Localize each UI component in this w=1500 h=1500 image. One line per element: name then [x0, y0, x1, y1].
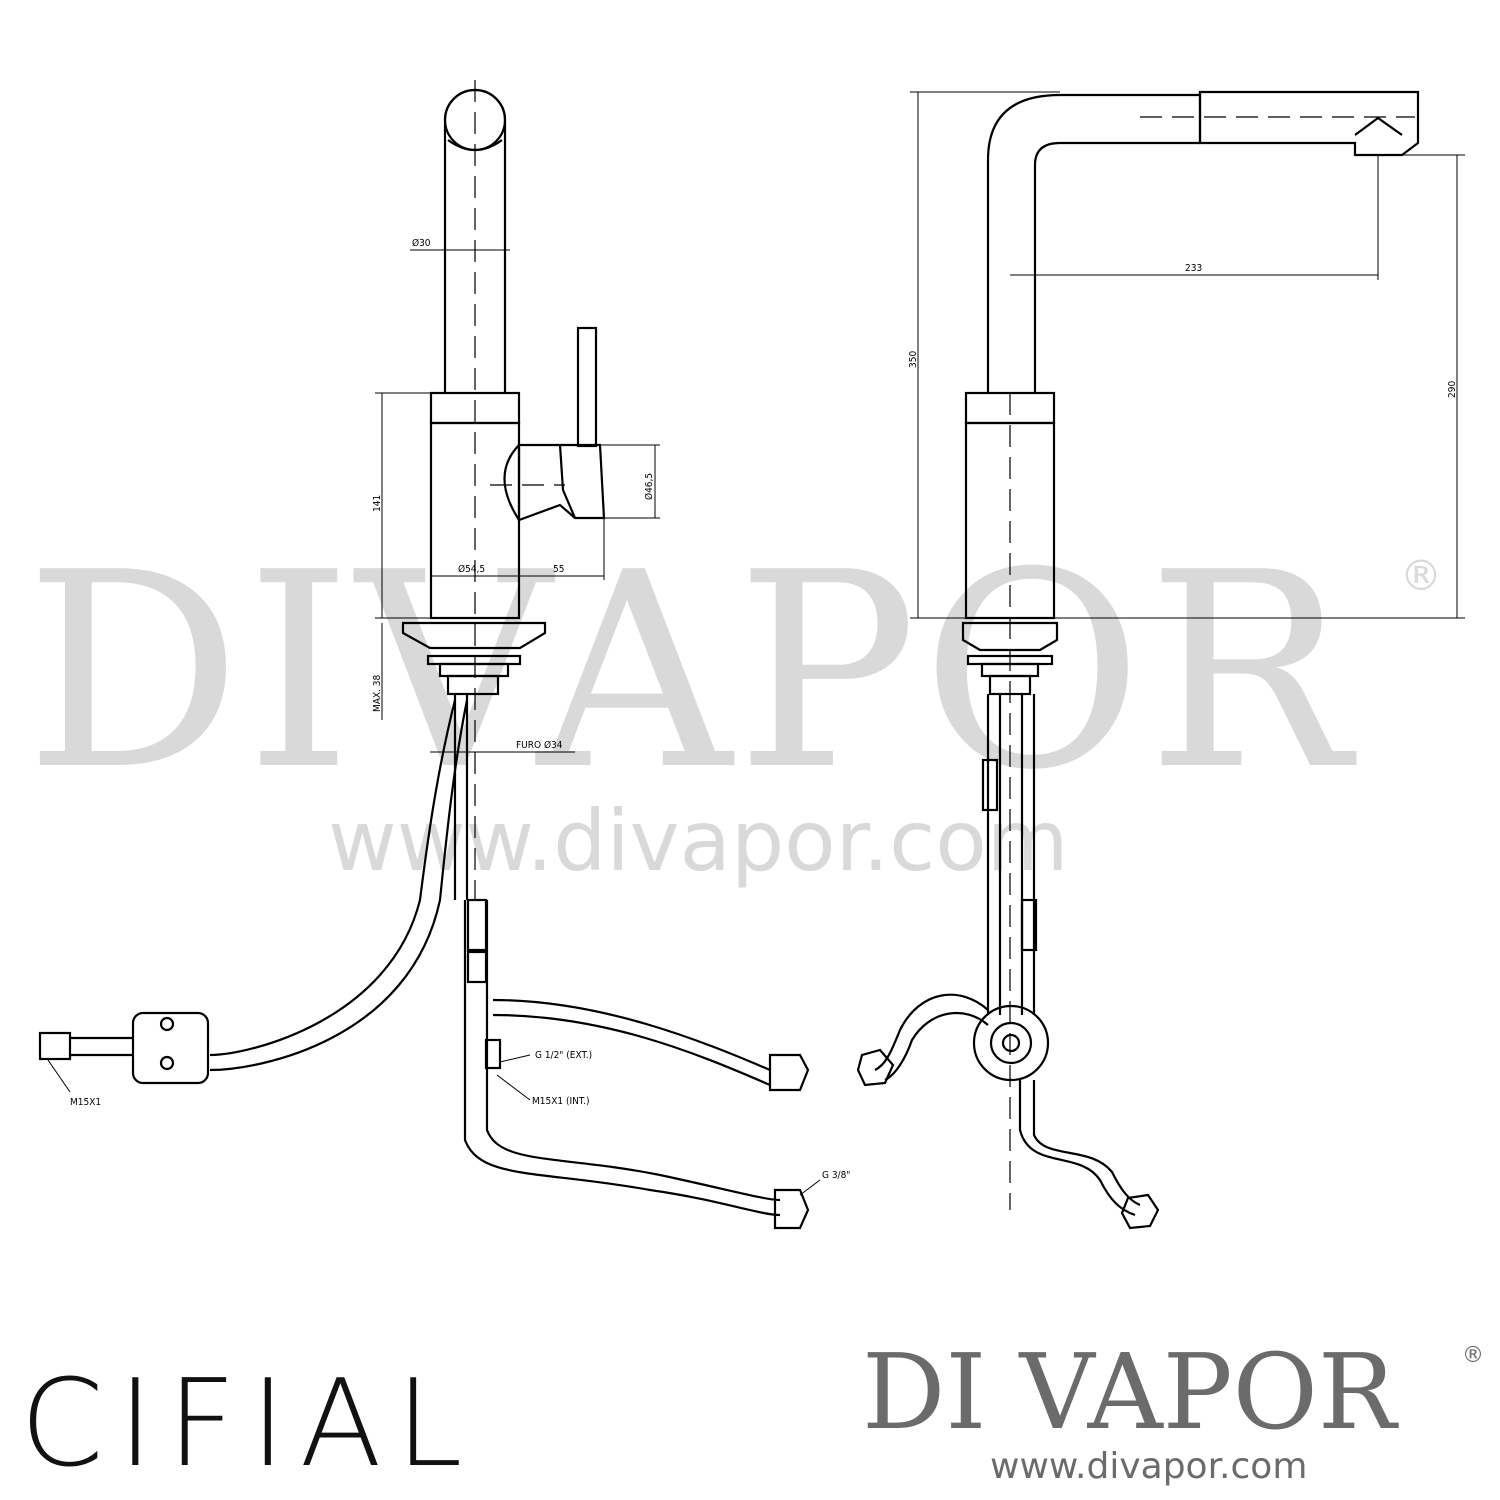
weight-screw-1 — [159, 1016, 175, 1032]
label-233: 233 — [1185, 263, 1202, 274]
cold-nut — [773, 1188, 810, 1230]
leader-g38 — [799, 1179, 821, 1196]
front-weight-inner — [989, 1021, 1033, 1065]
front-shank — [988, 674, 1032, 696]
shank — [446, 674, 500, 696]
front-fitting-1 — [981, 758, 999, 812]
front-hose-left-a — [874, 993, 989, 1071]
label-furo: FURO Ø34 — [516, 739, 563, 751]
leader-m15 — [47, 1059, 71, 1093]
pipe-fitting-3 — [484, 1038, 502, 1070]
label-g38: G 3/8" — [822, 1170, 850, 1181]
front-right-nut — [1120, 1193, 1160, 1230]
spout-outer — [986, 93, 1200, 393]
pipe-fitting-2 — [466, 950, 488, 984]
lever-joint — [558, 444, 577, 519]
label-141: 141 — [372, 495, 383, 512]
brand-area: CIFIAL DI VAPOR ® www.divapor.com — [20, 1331, 1484, 1494]
front-left-nut — [856, 1048, 895, 1087]
supply-hose-hot-a — [492, 998, 771, 1072]
spout-inner — [1033, 141, 1200, 393]
front-base — [961, 621, 1059, 652]
weight-screw-2 — [159, 1055, 175, 1071]
front-hose-right-b — [1032, 1080, 1141, 1207]
front-hose-left-b — [884, 1011, 989, 1081]
front-hose-right-a — [1018, 1080, 1136, 1217]
label-max38: MAX. 38 — [372, 674, 383, 712]
front-weight-outer — [972, 1004, 1050, 1082]
label-55: 55 — [553, 564, 564, 575]
side-view-drawing: Ø30 141 Ø46,5 Ø54,5 55 MAX. 38 FURO Ø34 … — [38, 80, 850, 1230]
cifial-logo: CIFIAL — [20, 1355, 477, 1494]
divapor-logo: DI VAPOR — [862, 1331, 1399, 1453]
supply-hose-cold-b — [485, 900, 781, 1202]
hot-nut — [768, 1053, 810, 1092]
label-d30: Ø30 — [412, 237, 431, 249]
supply-hose-hot-b — [492, 1013, 771, 1087]
lever-curve — [503, 444, 520, 521]
pipe-fitting-1 — [466, 898, 488, 952]
front-fitting-2 — [1020, 898, 1038, 952]
leader-g12 — [499, 1054, 531, 1063]
label-g12: G 1/2" (EXT.) — [535, 1050, 592, 1061]
front-view-drawing: 350 233 290 — [856, 90, 1465, 1230]
pullout-hose-upper — [453, 694, 469, 900]
label-350: 350 — [908, 351, 919, 368]
label-290: 290 — [1447, 381, 1458, 398]
lever-rod — [576, 326, 598, 448]
label-d545: Ø54,5 — [458, 563, 485, 575]
leader-m15int — [496, 1074, 531, 1101]
divapor-url: www.divapor.com — [990, 1446, 1307, 1487]
pullout-hose-inner — [209, 699, 469, 1072]
watermark: DIVAPOR ® www.divapor.com — [25, 514, 1442, 890]
base-plate — [401, 621, 547, 650]
front-pipes — [986, 694, 1036, 1015]
pullout-hose-outer — [209, 699, 457, 1057]
divapor-registered: ® — [1462, 1343, 1484, 1368]
supply-hose-cold-a — [463, 900, 781, 1217]
spray-head-nozzle — [1354, 116, 1403, 136]
hose-weight — [131, 1011, 210, 1085]
front-weight-hole — [1001, 1033, 1021, 1053]
label-d465: Ø46,5 — [643, 473, 655, 500]
watermark-text: DIVAPOR — [25, 514, 1358, 829]
watermark-registered: ® — [1400, 551, 1442, 600]
label-m15x1: M15X1 — [70, 1097, 101, 1108]
m15-connector — [38, 1031, 72, 1061]
label-m15int: M15X1 (INT.) — [532, 1096, 590, 1107]
watermark-url: www.divapor.com — [328, 792, 1069, 890]
